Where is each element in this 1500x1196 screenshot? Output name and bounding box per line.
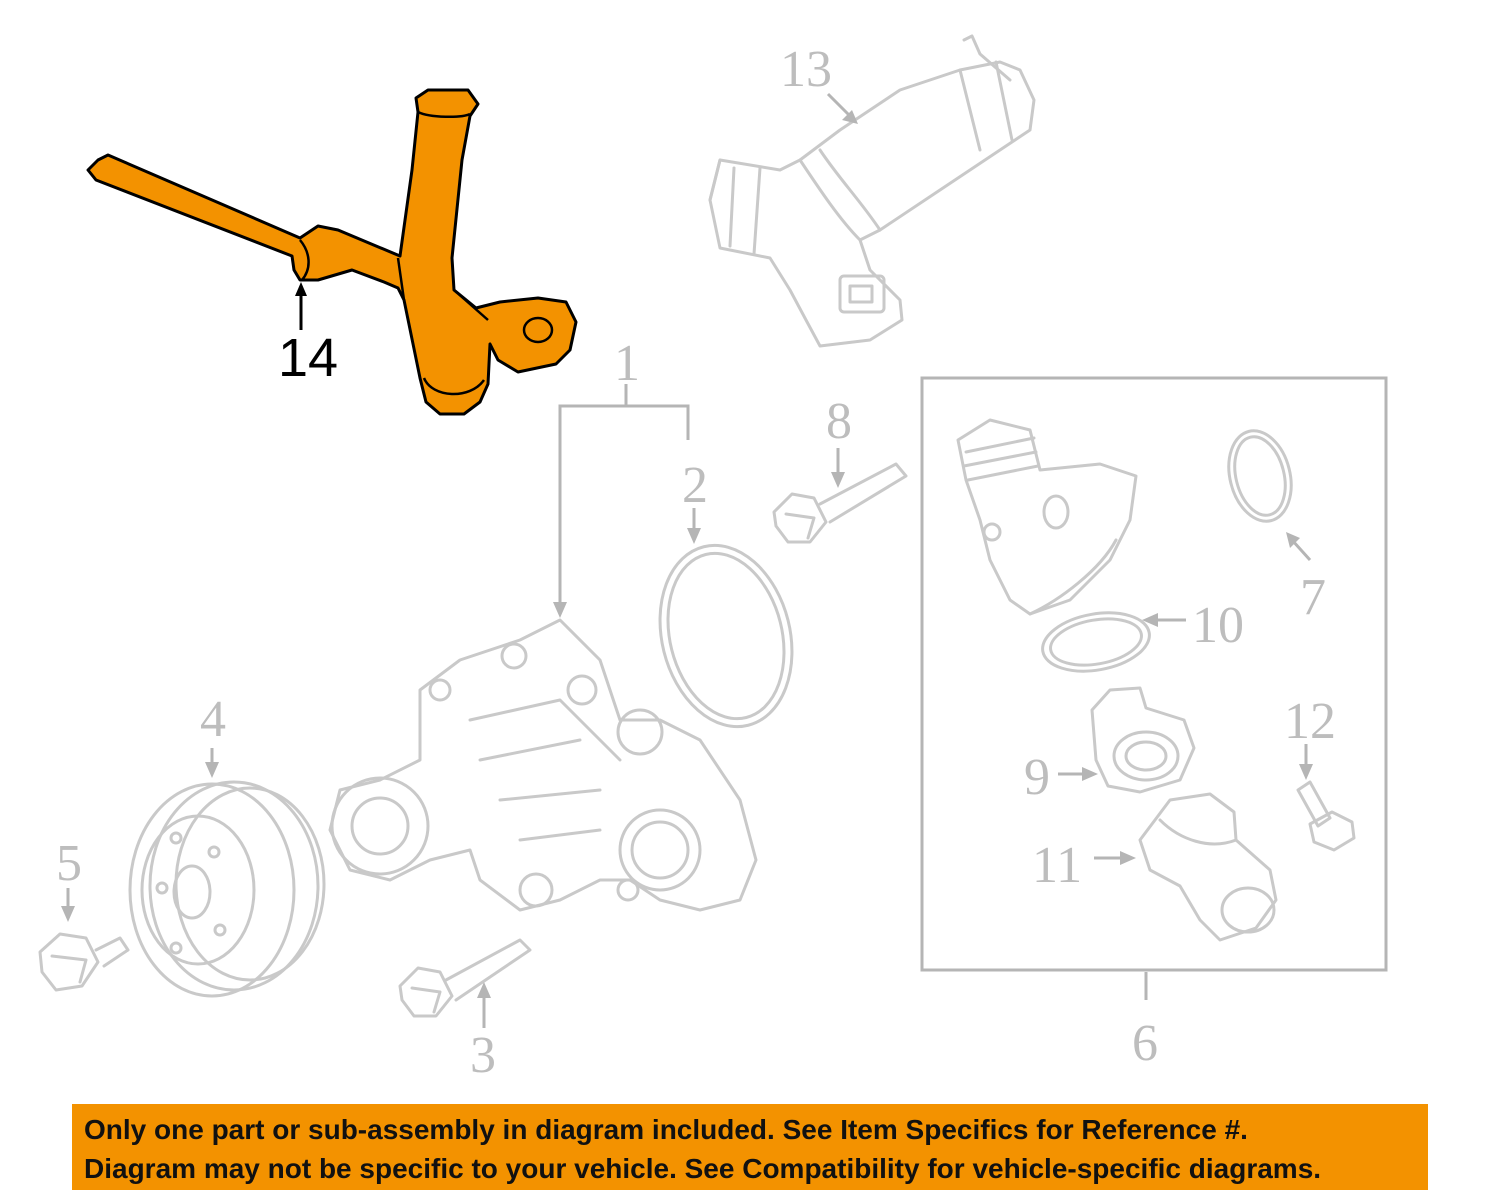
part-4-pulley[interactable] xyxy=(128,780,326,998)
part-2-gasket[interactable] xyxy=(642,531,811,741)
arrowhead-12 xyxy=(1299,764,1313,780)
part-7-seal[interactable] xyxy=(1220,424,1300,528)
arrowhead-10 xyxy=(1142,613,1158,627)
part-3-bolt[interactable] xyxy=(398,938,532,1018)
part-13-coolant-hose[interactable] xyxy=(708,34,1036,348)
arrowhead-11 xyxy=(1120,851,1136,865)
part-1-water-pump[interactable] xyxy=(328,618,758,912)
callout-13: 13 xyxy=(780,41,832,98)
callout-12: 12 xyxy=(1284,693,1336,750)
callout-3: 3 xyxy=(470,1027,496,1084)
arrowhead-4 xyxy=(205,762,219,778)
arrowhead-13 xyxy=(842,110,858,124)
callout-2: 2 xyxy=(682,457,708,514)
part-10-gasket-inner xyxy=(1049,617,1143,667)
arrowhead-8 xyxy=(831,472,845,488)
part-2-gasket-inner xyxy=(666,551,786,721)
part-5-bolt[interactable] xyxy=(38,932,130,992)
disclaimer-line-2: Diagram may not be specific to your vehi… xyxy=(84,1153,1322,1184)
disclaimer-line-1: Only one part or sub-assembly in diagram… xyxy=(84,1114,1248,1145)
part-12-bolt[interactable] xyxy=(1296,780,1356,852)
callout-4: 4 xyxy=(200,691,226,748)
arrowhead-5 xyxy=(61,906,75,922)
callout-7: 7 xyxy=(1300,569,1326,626)
part-6-thermostat-housing[interactable] xyxy=(956,418,1138,616)
callout-8: 8 xyxy=(826,393,852,450)
part-14-coolant-pipe[interactable] xyxy=(86,88,578,416)
bracket-1 xyxy=(558,404,690,612)
callout-14: 14 xyxy=(278,328,338,388)
part-7-seal-inner xyxy=(1233,435,1287,517)
callout-11: 11 xyxy=(1032,837,1082,894)
assembly-box-6 xyxy=(920,376,1388,972)
arrowhead-1 xyxy=(553,602,567,618)
disclaimer-banner: Only one part or sub-assembly in diagram… xyxy=(72,1104,1428,1190)
arrowhead-14 xyxy=(295,282,307,296)
part-11-water-outlet[interactable] xyxy=(1138,792,1278,942)
callout-10: 10 xyxy=(1192,597,1244,654)
part-9-thermostat[interactable] xyxy=(1090,686,1196,794)
arrowhead-3 xyxy=(477,982,491,998)
callout-1: 1 xyxy=(614,335,640,392)
callout-5: 5 xyxy=(56,835,82,892)
callout-9: 9 xyxy=(1024,749,1050,806)
part-8-bolt[interactable] xyxy=(772,462,908,544)
arrowhead-9 xyxy=(1082,767,1098,781)
leader-7 xyxy=(1290,538,1312,562)
callout-6: 6 xyxy=(1132,1015,1158,1072)
arrowhead-7 xyxy=(1286,532,1300,548)
arrowhead-2 xyxy=(687,528,701,544)
part-10-gasket[interactable] xyxy=(1038,605,1154,679)
